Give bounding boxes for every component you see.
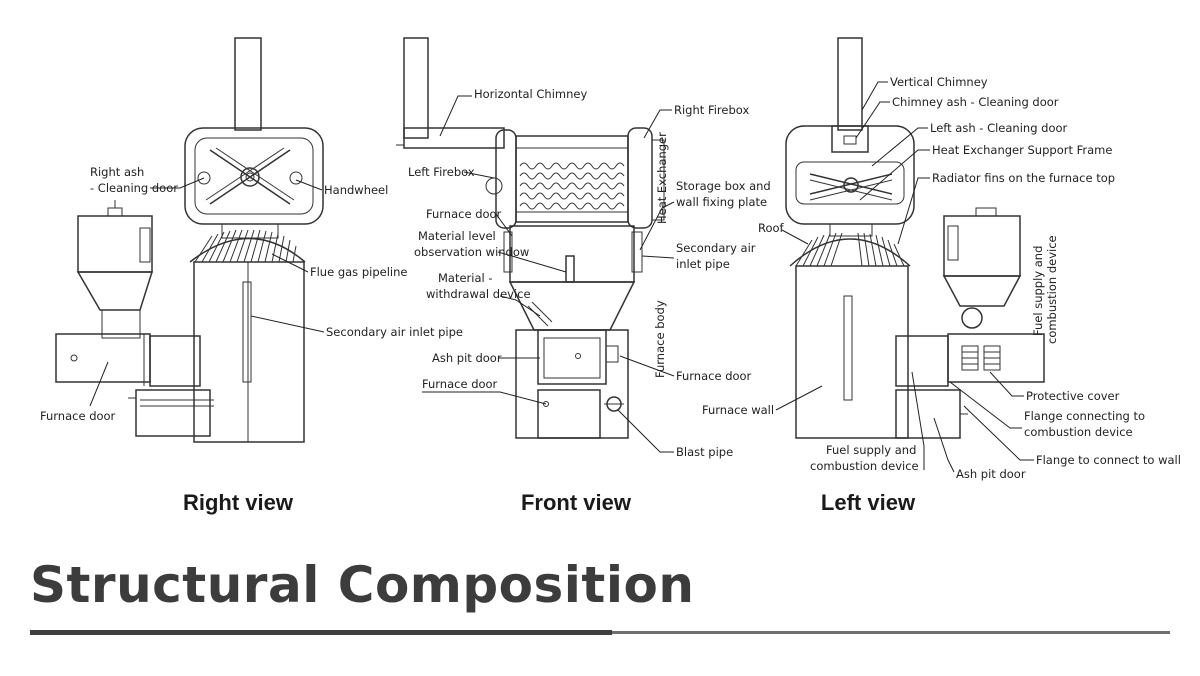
caption-right-view: Right view xyxy=(183,490,294,515)
label-furnace-door-lower: Furnace door xyxy=(422,377,498,391)
caption-front-view: Front view xyxy=(521,490,632,515)
label-heat-exchanger-support-frame: Heat Exchanger Support Frame xyxy=(932,143,1112,157)
label-vertical-chimney: Vertical Chimney xyxy=(890,75,988,89)
left-view-drawing xyxy=(785,37,1045,439)
right-view-labels: Right ash - Cleaning door Handwheel Flue… xyxy=(40,165,463,515)
label-furnace-wall: Furnace wall xyxy=(702,403,774,417)
right-view-drawing xyxy=(55,37,324,443)
left-view-labels: Vertical Chimney Chimney ash - Cleaning … xyxy=(702,75,1181,515)
label-flange-combustion-device: Flange connecting to xyxy=(1024,409,1145,423)
label-radiator-fins: Radiator fins on the furnace top xyxy=(932,171,1115,185)
label-ash-pit-door-front: Ash pit door xyxy=(432,351,502,365)
label-material-withdrawal-line2: withdrawal device xyxy=(426,287,531,301)
caption-left-view: Left view xyxy=(821,490,916,515)
label-furnace-door-upper: Furnace door xyxy=(426,207,502,221)
label-protective-cover: Protective cover xyxy=(1026,389,1120,403)
label-storage-box-wall-fixing-line2: wall fixing plate xyxy=(676,195,767,209)
label-blast-pipe: Blast pipe xyxy=(676,445,733,459)
label-material-level-window-line2: observation window xyxy=(414,245,529,259)
label-secondary-air-inlet-front-line2: inlet pipe xyxy=(676,257,730,271)
label-furnace-door-side: Furnace door xyxy=(676,369,752,383)
label-ash-pit-door-left: Ash pit door xyxy=(956,467,1026,481)
title-underline xyxy=(612,631,1170,634)
label-flange-to-wall: Flange to connect to wall xyxy=(1036,453,1181,467)
label-fuel-supply-combustion-line2: combustion device xyxy=(810,459,919,473)
label-right-firebox: Right Firebox xyxy=(674,103,749,117)
label-fuel-supply-combustion: Fuel supply and xyxy=(826,443,916,457)
label-horizontal-chimney: Horizontal Chimney xyxy=(474,87,587,101)
label-right-ash-cleaning-door-line2: - Cleaning door xyxy=(90,181,178,195)
label-flue-gas-pipeline: Flue gas pipeline xyxy=(310,265,407,279)
label-chimney-ash-cleaning-door: Chimney ash - Cleaning door xyxy=(892,95,1059,109)
label-fuel-supply-vertical: Fuel supply and xyxy=(1031,246,1045,336)
label-storage-box-wall-fixing: Storage box and xyxy=(676,179,771,193)
label-material-level-window: Material level xyxy=(418,229,496,243)
label-right-ash-cleaning-door: Right ash xyxy=(90,165,144,179)
label-secondary-air-inlet-pipe: Secondary air inlet pipe xyxy=(326,325,463,339)
section-title: Structural Composition xyxy=(30,556,695,614)
label-material-withdrawal: Material - xyxy=(438,271,493,285)
label-flange-combustion-device-line2: combustion device xyxy=(1024,425,1133,439)
label-furnace-door-right: Furnace door xyxy=(40,409,116,423)
label-heat-exchanger: Heat Exchanger xyxy=(655,132,669,224)
title-underline-accent xyxy=(30,630,612,635)
label-handwheel: Handwheel xyxy=(324,183,388,197)
label-secondary-air-inlet-front: Secondary air xyxy=(676,241,756,255)
front-view-drawing xyxy=(396,37,665,439)
label-left-firebox: Left Firebox xyxy=(408,165,475,179)
structural-diagram: Right ash - Cleaning door Handwheel Flue… xyxy=(40,37,1181,515)
label-furnace-body: Furnace body xyxy=(653,300,667,378)
front-view-labels: Horizontal Chimney Right Firebox Left Fi… xyxy=(408,87,771,515)
label-fuel-supply-vertical-line2: combustion device xyxy=(1045,235,1059,344)
label-left-ash-cleaning-door: Left ash - Cleaning door xyxy=(930,121,1068,135)
label-roof: Roof xyxy=(758,221,785,235)
